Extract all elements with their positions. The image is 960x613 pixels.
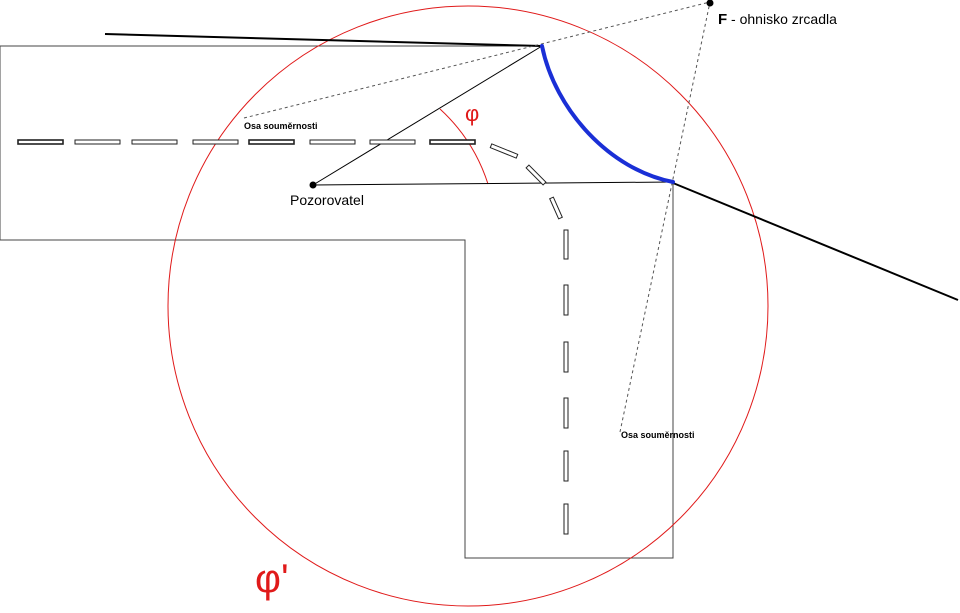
angle-label-small: φ — [465, 101, 479, 126]
lane-markings-horizontal — [17, 139, 476, 145]
road-outline — [0, 45, 674, 559]
axis-line-2 — [619, 1, 711, 433]
focus-point — [706, 0, 714, 7]
axis-label-1: Osa souměrnosti — [244, 121, 318, 131]
axis-line-1 — [243, 1, 711, 119]
view-circle — [167, 5, 769, 607]
observer-point — [309, 181, 317, 189]
angle-label-large: φ' — [255, 557, 289, 601]
lane-markings-vertical — [563, 229, 569, 535]
axis-label-2: Osa souměrnosti — [621, 430, 695, 440]
right-edge-line — [672, 182, 959, 301]
convex-mirror — [540, 44, 675, 184]
observer-line-upper — [312, 45, 543, 186]
observer-label: Pozorovatel — [290, 192, 364, 208]
focus-label: F - ohnisko zrcadla — [718, 11, 837, 28]
angle-arc — [439, 108, 489, 185]
left-edge-line — [104, 33, 543, 47]
lane-markings-curve — [489, 143, 563, 220]
observer-line-lower — [312, 181, 674, 186]
